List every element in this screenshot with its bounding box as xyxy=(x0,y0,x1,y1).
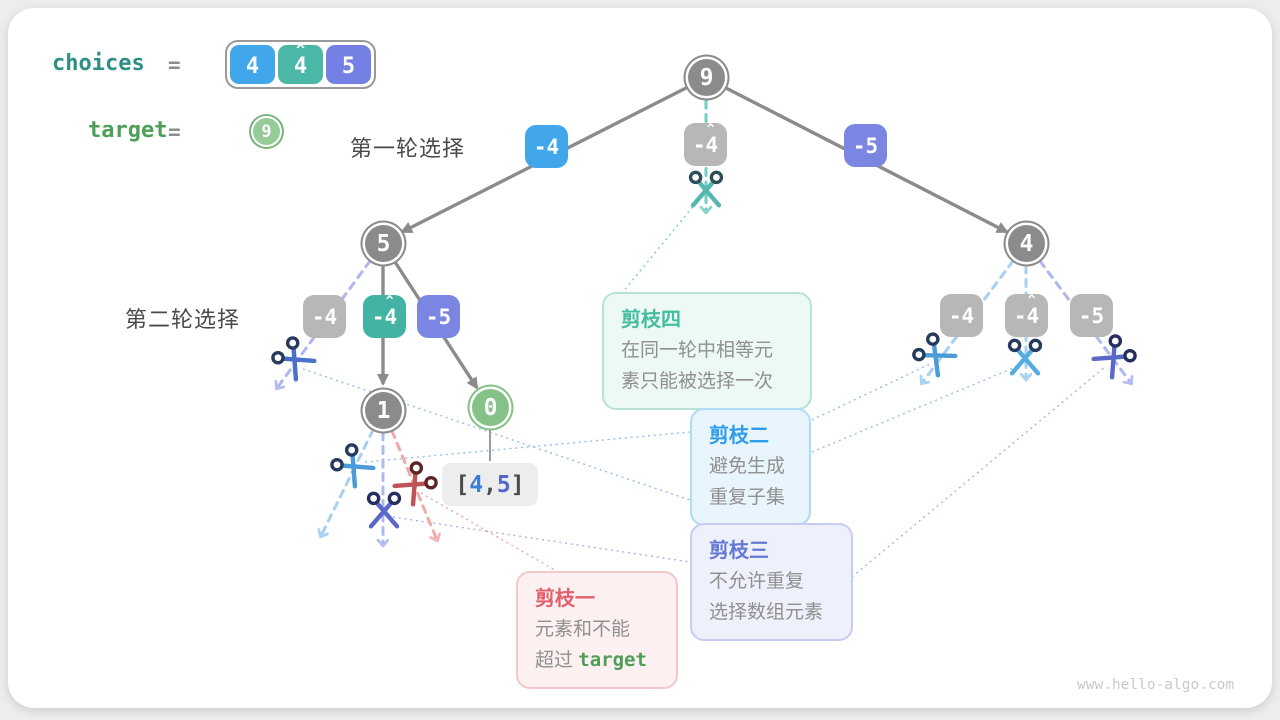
edge-label-l2r-minus5: -5 xyxy=(1070,294,1113,337)
edge-label-text: -5 xyxy=(1078,303,1105,328)
tree-node-root: 9 xyxy=(688,59,725,96)
node-value: 9 xyxy=(699,64,714,91)
edge-label-l2r-minus4hat: ^ -4 xyxy=(1005,294,1048,337)
callout-line: 元素和不能 xyxy=(535,619,631,640)
callout-line: 超过 target xyxy=(535,645,659,676)
edge-n1-left-pruned xyxy=(321,428,375,536)
callout-line: 选择数组元素 xyxy=(709,602,824,623)
edge-label-text: -4 xyxy=(311,304,338,329)
watermark: www.hello-algo.com xyxy=(1077,677,1235,693)
edge-label-l1-minus4hat: ^ -4 xyxy=(684,123,727,166)
choice-box-5: 5 xyxy=(326,45,371,84)
hat-mark: ^ xyxy=(1027,293,1036,308)
edge-label-text: -4 xyxy=(371,304,398,329)
node-value: 1 xyxy=(376,397,391,424)
callout-prune4: 剪枝四 在同一轮中相等元 素只能被选择一次 xyxy=(602,292,812,410)
connector-prune2-b xyxy=(364,431,691,463)
connector-prune2-c xyxy=(811,363,931,421)
callout-line: 重复子集 xyxy=(709,487,786,508)
edge-label-l1-minus5: -5 xyxy=(844,124,887,167)
callout-prune3: 剪枝三 不允许重复 选择数组元素 xyxy=(690,523,853,641)
callout-line: 素只能被选择一次 xyxy=(621,371,774,392)
edge-label-text: -4 xyxy=(533,134,560,159)
choice-box-4-hat: ^ 4 xyxy=(278,41,323,84)
edge-label-l2r-minus4: -4 xyxy=(940,294,983,337)
node-value: 5 xyxy=(376,230,391,257)
callout-title: 剪枝四 xyxy=(621,309,681,331)
edge-label-l2l-minus5: -5 xyxy=(417,295,460,338)
callout-line: 在同一轮中相等元 xyxy=(621,340,774,361)
choice-value: 5 xyxy=(341,54,356,79)
choices-label: choices xyxy=(52,51,145,76)
result-second: 5 xyxy=(496,471,511,498)
hat-mark: ^ xyxy=(385,294,394,309)
hat-mark: ^ xyxy=(295,41,306,59)
connector-prune3-a xyxy=(392,516,691,563)
tree-node-4: 4 xyxy=(1008,225,1045,262)
choices-array: 4 ^ 4 5 xyxy=(225,40,376,89)
choice-value: 4 xyxy=(293,54,308,79)
target-code-ref: target xyxy=(578,649,647,671)
target-value-circle: 9 xyxy=(253,118,280,145)
callout-line-text: 超过 xyxy=(535,650,579,671)
callout-title: 剪枝二 xyxy=(709,425,769,447)
comma: , xyxy=(483,471,497,498)
tree-node-1: 1 xyxy=(365,392,402,429)
bracket: [ xyxy=(455,471,470,498)
edge-label-text: -4 xyxy=(1013,303,1040,328)
callout-title: 剪枝一 xyxy=(535,588,595,610)
edge-label-text: -4 xyxy=(692,132,719,157)
connector-lines xyxy=(302,197,1107,578)
target-value: 9 xyxy=(261,121,272,142)
choice-box-4: 4 xyxy=(230,45,275,84)
result-subset-box: [4,5] xyxy=(442,463,538,506)
edge-label-l2l-minus4hat: ^ -4 xyxy=(363,295,406,338)
tree-node-0: 0 xyxy=(472,389,509,426)
callout-prune2: 剪枝二 避免生成 重复子集 xyxy=(690,408,811,526)
round-label-second: 第二轮选择 xyxy=(125,307,241,332)
edge-label-l1-minus4: -4 xyxy=(525,125,568,168)
edge-n4-right-pruned xyxy=(1038,259,1131,383)
callout-line: 不允许重复 xyxy=(709,571,805,592)
connector-prune2-a xyxy=(302,368,691,501)
hat-mark: ^ xyxy=(706,122,715,137)
callout-title: 剪枝三 xyxy=(709,540,769,562)
edge-label-text: -5 xyxy=(425,304,452,329)
edge-n5-left-pruned xyxy=(277,259,372,388)
callout-prune1: 剪枝一 元素和不能 超过 target xyxy=(516,571,678,689)
choice-value: 4 xyxy=(245,54,260,79)
edge-label-l2l-minus4: -4 xyxy=(303,295,346,338)
tree-node-5: 5 xyxy=(365,225,402,262)
node-value: 0 xyxy=(483,394,498,421)
edge-label-text: -4 xyxy=(948,303,975,328)
edge-label-text: -5 xyxy=(852,133,879,158)
target-equals: = xyxy=(168,120,181,144)
round-label-first: 第一轮选择 xyxy=(350,136,466,161)
connector-prune2-d xyxy=(811,365,1019,453)
bracket: ] xyxy=(510,471,525,498)
result-first: 4 xyxy=(469,471,484,498)
target-label: target xyxy=(88,118,168,143)
node-value: 4 xyxy=(1019,230,1034,257)
callout-line: 避免生成 xyxy=(709,456,786,477)
connector-prune1 xyxy=(420,492,561,574)
choices-equals: = xyxy=(168,53,181,77)
